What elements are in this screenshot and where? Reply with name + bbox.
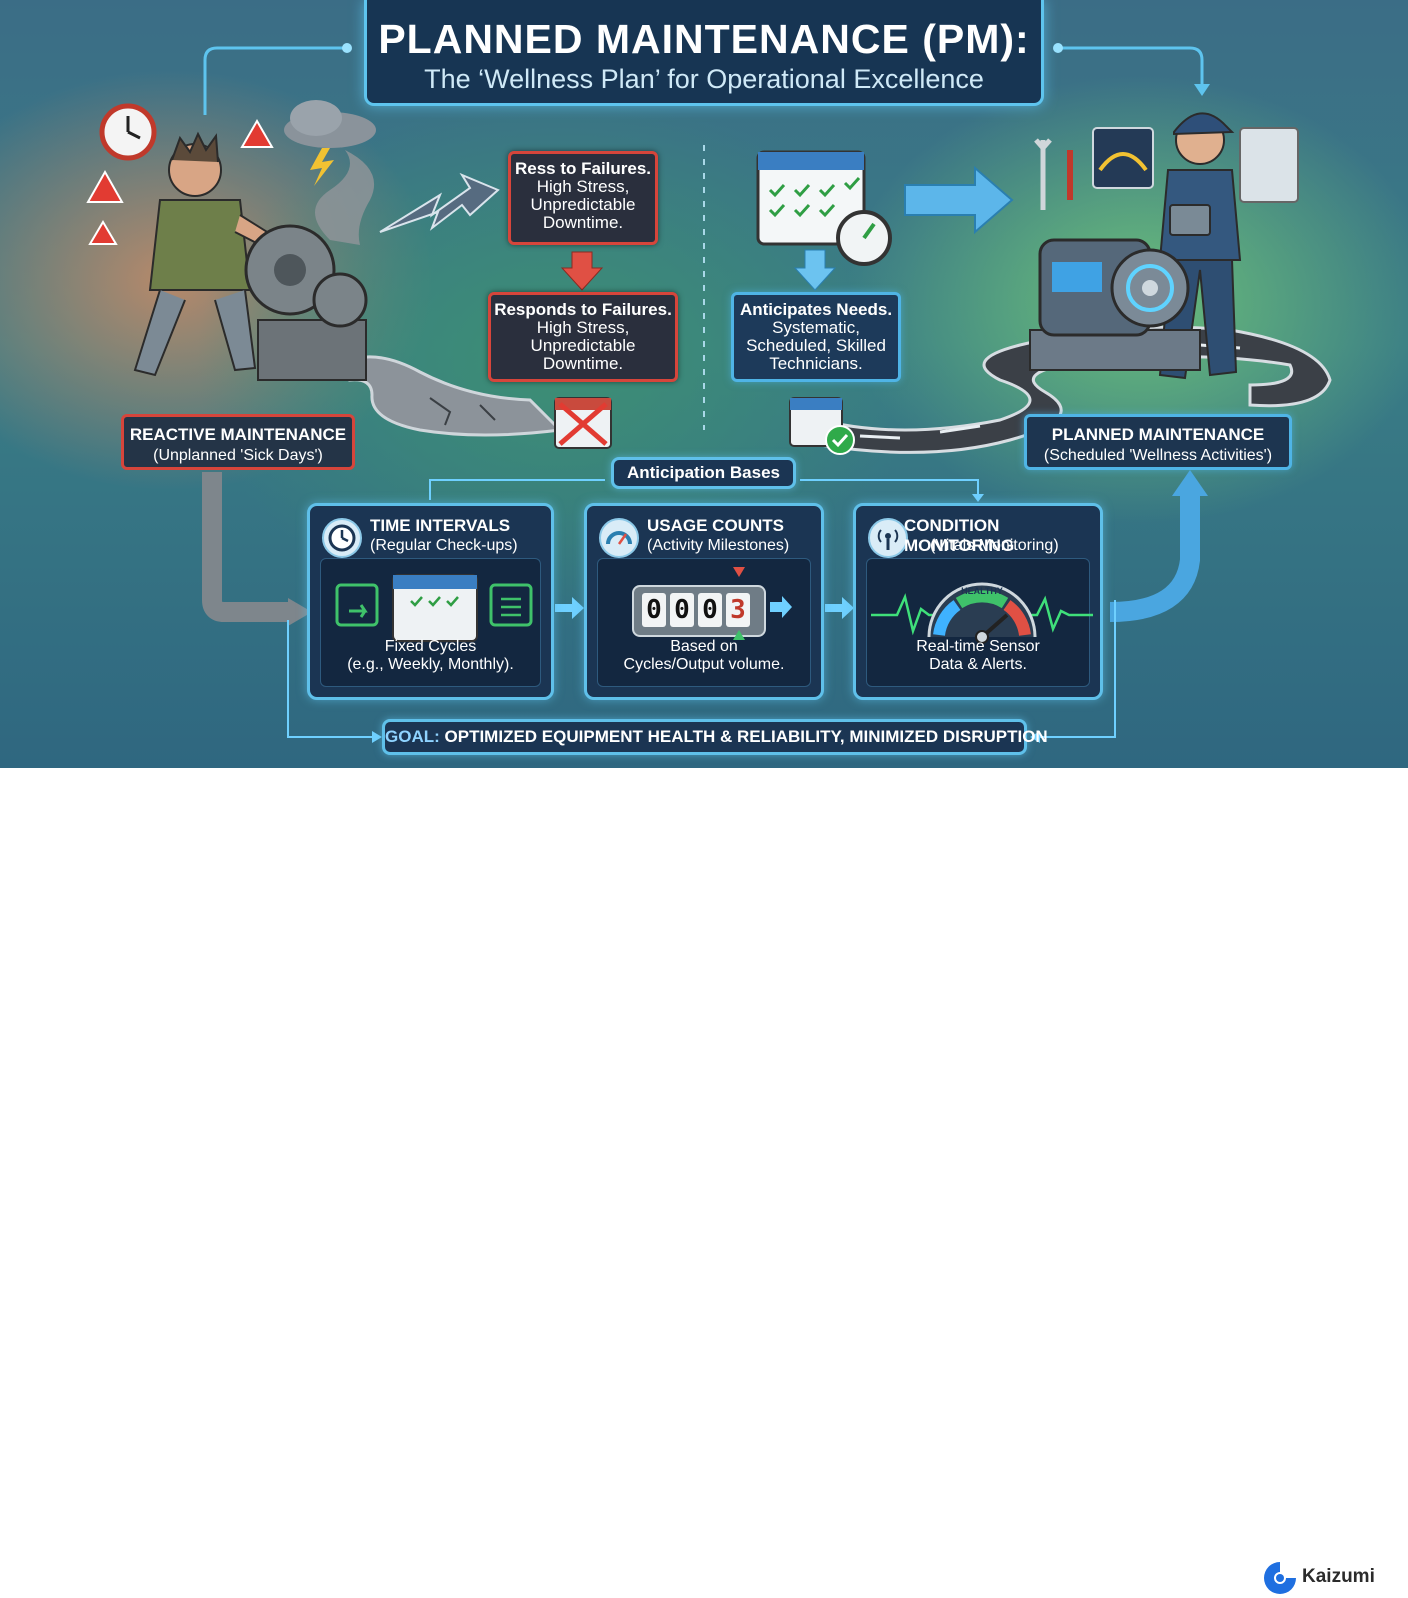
reactive-card-top: Ress to Failures. High Stress, Unpredict…	[508, 151, 658, 245]
connector-dot-left	[342, 43, 352, 53]
road-cracks	[429, 397, 496, 426]
planned-flow-arrow	[1109, 492, 1200, 622]
gauge-label: HEALTHY	[961, 586, 1003, 596]
schedule-calendar-icon	[756, 150, 892, 266]
usage-counts-caption-line1: Based on	[670, 638, 738, 655]
title-connector-right	[1060, 46, 1204, 85]
planned-maintenance-label: PLANNED MAINTENANCE (Scheduled 'Wellness…	[1024, 414, 1292, 470]
counter-digit: 0	[698, 593, 722, 627]
title-connector-left	[203, 46, 345, 115]
counter-digit-rolling: 3	[726, 593, 750, 627]
anticipation-bases-title: Anticipation Bases	[611, 457, 796, 489]
usage-counts-title: USAGE COUNTS	[647, 516, 784, 535]
footer: Kaizumi	[0, 768, 1408, 1594]
page-title: PLANNED MAINTENANCE (PM):	[378, 16, 1030, 62]
storm-cloud-icon	[284, 100, 376, 186]
reactive-label-sub: (Unplanned 'Sick Days')	[153, 447, 323, 464]
illustration-layer	[86, 43, 1332, 743]
condition-monitoring-title: CONDITION MONITORING	[904, 516, 1015, 555]
planned-card-line1: Systematic,	[772, 318, 860, 337]
condition-monitoring-caption-line2: Data & Alerts.	[929, 656, 1027, 673]
planned-label-sub: (Scheduled 'Wellness Activities')	[1043, 447, 1273, 464]
infographic-canvas: PLANNED MAINTENANCE (PM): The ‘Wellness …	[0, 0, 1408, 768]
checked-calendar-icon	[789, 397, 855, 455]
cracked-road	[348, 355, 564, 437]
usage-counts-caption-line2: Cycles/Output volume.	[623, 656, 785, 673]
reactive-flow-arrow	[202, 472, 290, 622]
time-intervals-caption-line2: (e.g., Weekly, Monthly).	[347, 656, 514, 673]
planned-label-main: PLANNED MAINTENANCE	[1051, 425, 1265, 444]
reactive-card-bottom-line1: High Stress,	[536, 318, 630, 337]
reactive-maintenance-label: REACTIVE MAINTENANCE (Unplanned 'Sick Da…	[121, 414, 355, 470]
clock-icon	[322, 518, 362, 558]
reactive-card-bottom: Responds to Failures. High Stress, Unpre…	[488, 292, 678, 382]
reactive-card-top-head: Ress to Failures.	[514, 159, 652, 178]
reactive-down-arrow	[560, 251, 604, 291]
time-intervals-caption: Fixed Cycles (e.g., Weekly, Monthly).	[321, 638, 540, 674]
road-markings	[859, 343, 1241, 440]
gauge-icon	[599, 518, 639, 558]
planned-card: Anticipates Needs. Systematic, Scheduled…	[731, 292, 901, 382]
tools-icon	[1034, 127, 1299, 210]
crossed-calendar-icon	[554, 397, 612, 449]
brand-name: Kaizumi	[1302, 1566, 1375, 1587]
panel-arrow-1	[555, 597, 584, 619]
title-banner: PLANNED MAINTENANCE (PM): The ‘Wellness …	[364, 0, 1044, 106]
time-intervals-visual: Fixed Cycles (e.g., Weekly, Monthly).	[320, 558, 541, 687]
page-subtitle: The ‘Wellness Plan’ for Operational Exce…	[424, 64, 984, 94]
brand-logo: Kaizumi	[1262, 1558, 1392, 1598]
planned-flow-arrowhead	[1172, 470, 1208, 496]
time-intervals-caption-line1: Fixed Cycles	[384, 638, 477, 655]
usage-counts-subtitle: (Activity Milestones)	[647, 537, 790, 554]
condition-monitoring-caption-line1: Real-time Sensor	[916, 638, 1040, 655]
bases-connector	[429, 479, 979, 500]
broken-machine	[244, 150, 375, 381]
condition-monitoring-panel: CONDITION MONITORING (Vitals Monitoring)…	[853, 503, 1103, 700]
reactive-card-bottom-line2: Unpredictable	[530, 336, 636, 355]
planned-card-head: Anticipates Needs.	[739, 300, 893, 319]
reactive-label-main: REACTIVE MAINTENANCE	[129, 425, 347, 444]
reactive-flow-arrowhead	[288, 598, 312, 626]
healthy-motor	[1029, 238, 1201, 371]
condition-monitoring-caption: Real-time Sensor Data & Alerts.	[867, 638, 1089, 674]
condition-monitoring-subtitle: (Vitals Monitoring)	[930, 537, 1059, 554]
reactive-card-bottom-line3: Downtime.	[542, 354, 624, 373]
time-intervals-panel: TIME INTERVALS (Regular Check-ups) Fixed…	[307, 503, 554, 700]
brand-mark-icon	[1264, 1562, 1296, 1594]
health-gauge: HEALTHY	[871, 582, 1093, 644]
usage-counter: 0 0 0 3	[632, 585, 766, 637]
counter-digit: 0	[670, 593, 694, 627]
reactive-card-top-line1: High Stress,	[536, 177, 630, 196]
counter-digit: 0	[642, 593, 666, 627]
planned-down-arrow	[793, 249, 837, 291]
planned-card-line3: Technicians.	[769, 354, 863, 373]
goal-text: OPTIMIZED EQUIPMENT HEALTH & RELIABILITY…	[444, 727, 1048, 746]
condition-monitoring-visual: HEALTHY Real-time Sensor Data & Alerts.	[866, 558, 1093, 687]
connector-dot-right	[1053, 43, 1063, 53]
goal-keyword: GOAL:	[385, 727, 440, 746]
lightning-arrow	[379, 172, 500, 233]
reactive-card-bottom-head: Responds to Failures.	[494, 300, 672, 319]
goal-connector	[287, 600, 1116, 738]
signal-icon	[868, 518, 908, 558]
calendar-cycle-icons	[335, 574, 533, 642]
time-intervals-title: TIME INTERVALS	[370, 516, 511, 535]
reactive-card-top-line3: Downtime.	[542, 213, 624, 232]
stressed-worker-figure	[133, 131, 282, 377]
planned-right-arrow	[904, 165, 1014, 235]
time-intervals-subtitle: (Regular Check-ups)	[370, 537, 518, 554]
planned-card-line2: Scheduled, Skilled	[746, 336, 886, 355]
panel-arrow-2	[825, 597, 854, 619]
alarm-clock-icon	[99, 103, 157, 161]
connector-arrowhead-right	[1194, 84, 1210, 96]
reactive-card-top-line2: Unpredictable	[530, 195, 636, 214]
usage-counts-caption: Based on Cycles/Output volume.	[598, 638, 810, 674]
warning-icons	[86, 118, 274, 245]
goal-banner: GOAL: OPTIMIZED EQUIPMENT HEALTH & RELIA…	[382, 719, 1048, 755]
